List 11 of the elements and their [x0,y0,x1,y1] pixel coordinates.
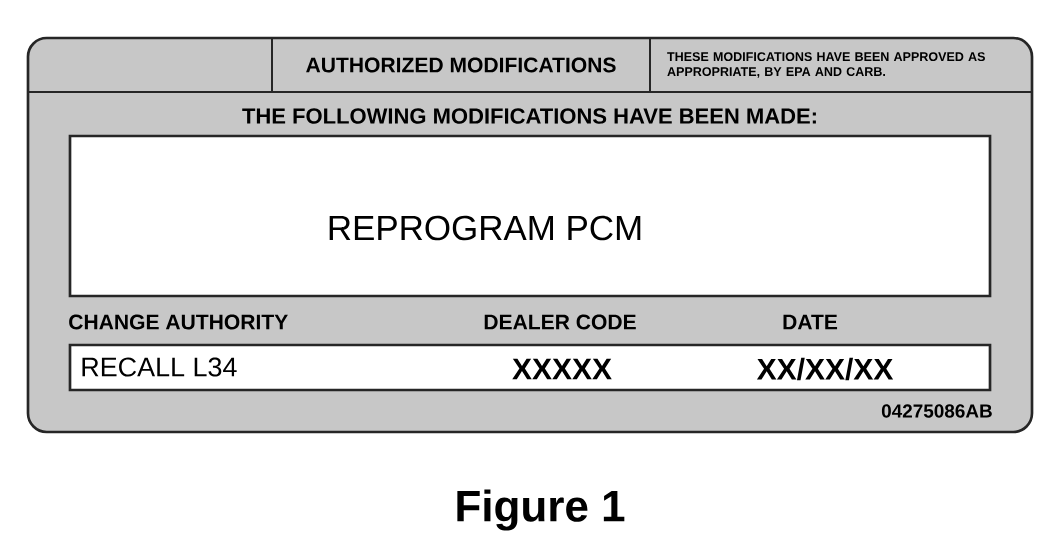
column-heading: DEALER CODE [484,314,636,330]
header-text: THESE MODIFICATIONS HAVE BEEN APPROVED AS APPROPRIATE, BY EPA AND CARB. [667,52,985,78]
entry-text: XXXXX [512,358,612,380]
entry-text: RECALL L34 [82,357,237,377]
heading: THE FOLLOWING MODIFICATIONS HAVE BEEN MADE: [242,108,816,124]
entry-text: REPROGRAM PCM [329,215,641,241]
column-heading: DATE [783,314,838,330]
header-text: AUTHORIZED MODIFICATIONS [306,57,616,73]
column-heading: CHANGE AUTHORITY [69,314,288,330]
entry-text: XX/XX/XX [756,357,894,381]
caption: Figure 1 [457,489,625,531]
